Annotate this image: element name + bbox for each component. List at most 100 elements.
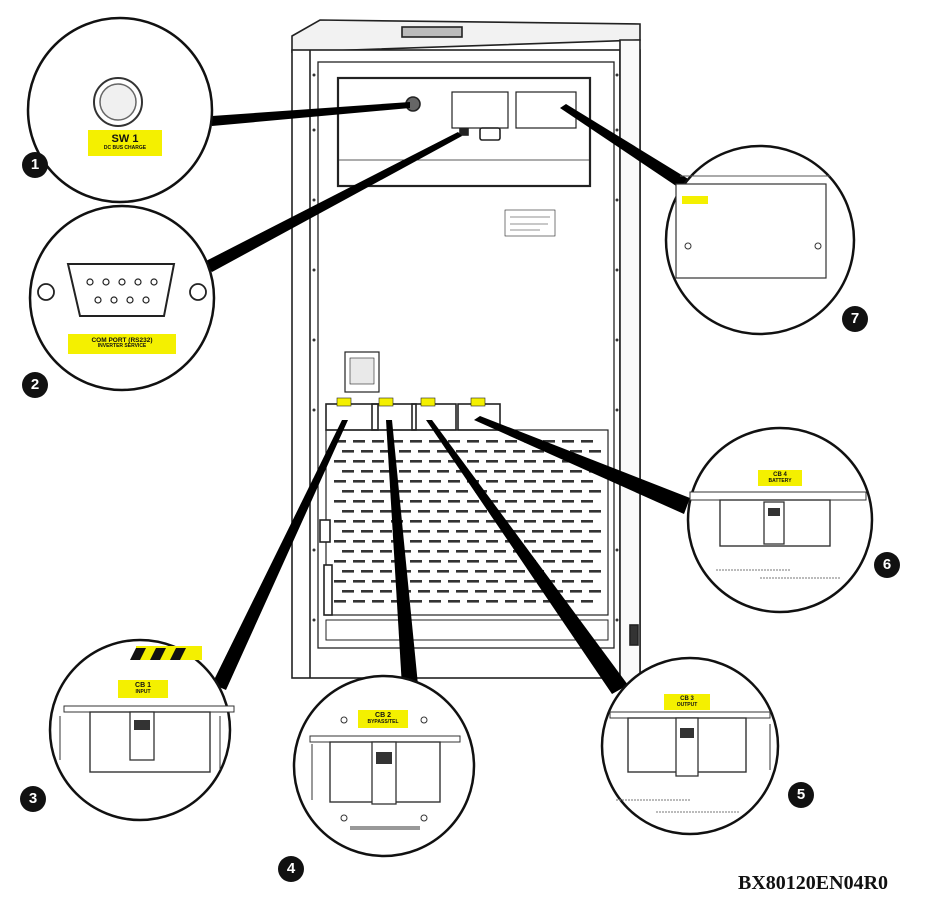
vent-slot <box>372 540 384 543</box>
vent-slot <box>334 540 346 543</box>
vent-slot <box>448 600 460 603</box>
vent-slot <box>334 560 346 563</box>
vent-slot <box>543 600 555 603</box>
vent-slot <box>410 560 422 563</box>
vent-slot <box>562 480 574 483</box>
vent-slot <box>513 590 525 593</box>
callout-number-1: 1 <box>22 152 48 178</box>
vent-slot <box>494 590 506 593</box>
vent-slot <box>486 560 498 563</box>
vent-slot <box>524 520 536 523</box>
cb2-label: CB 2 BYPASS/TEL <box>358 710 408 728</box>
vent-slot <box>353 540 365 543</box>
vent-slot <box>410 460 422 463</box>
vent-slot <box>399 490 411 493</box>
vent-slot <box>353 560 365 563</box>
vent-slot <box>418 590 430 593</box>
vent-slot <box>437 570 449 573</box>
vent-slot <box>410 520 422 523</box>
vent-slot <box>448 460 460 463</box>
vent-slot <box>372 440 384 443</box>
vent-slot <box>475 570 487 573</box>
vent-slot <box>581 600 593 603</box>
vent-slot <box>570 450 582 453</box>
vent-slot <box>570 470 582 473</box>
vent-slot <box>551 510 563 513</box>
vent-slot <box>437 510 449 513</box>
vent-slot <box>524 500 536 503</box>
detail-circle-cb1 <box>48 638 235 822</box>
vent-slot <box>361 450 373 453</box>
vent-slot <box>380 550 392 553</box>
cb4-label: CB 4 BATTERY <box>758 470 802 486</box>
vent-slot <box>486 580 498 583</box>
vent-slot <box>562 500 574 503</box>
cb2-label-title: CB 2 <box>375 712 391 719</box>
vent-slot <box>589 450 601 453</box>
vent-slot <box>342 550 354 553</box>
vent-slot <box>494 450 506 453</box>
vent-slot <box>353 480 365 483</box>
vent-slot <box>410 480 422 483</box>
vent-slot <box>418 510 430 513</box>
vent-slot <box>532 450 544 453</box>
vent-slot <box>494 510 506 513</box>
vent-slot <box>589 590 601 593</box>
com-port-label-sub: INVERTER SERVICE <box>97 343 147 350</box>
vent-slot <box>475 470 487 473</box>
vent-slot <box>372 500 384 503</box>
vent-slot <box>429 440 441 443</box>
vent-slot <box>361 570 373 573</box>
vent-slot <box>418 570 430 573</box>
vent-slot <box>475 590 487 593</box>
vent-slot <box>532 510 544 513</box>
vent-slot <box>486 460 498 463</box>
vent-slot <box>524 480 536 483</box>
vent-slot <box>570 590 582 593</box>
vent-slot <box>353 600 365 603</box>
vent-slot <box>551 470 563 473</box>
vent-slot <box>581 480 593 483</box>
detail-circle-cb4 <box>686 426 874 614</box>
vent-slot <box>410 440 422 443</box>
com-port-label: COM PORT (RS232) INVERTER SERVICE <box>68 334 176 354</box>
vent-slot <box>372 480 384 483</box>
cb4-label-sub: BATTERY <box>768 477 792 484</box>
vent-slot <box>589 530 601 533</box>
vent-slot <box>380 510 392 513</box>
callout-number-5: 5 <box>788 782 814 808</box>
vent-slot <box>570 570 582 573</box>
leader-lines <box>204 102 716 694</box>
vent-slot <box>342 470 354 473</box>
vent-slot <box>342 510 354 513</box>
vent-slot <box>448 560 460 563</box>
cb1-label: CB 1 INPUT <box>118 680 168 698</box>
vent-slot <box>494 470 506 473</box>
callout-number-6: 6 <box>874 552 900 578</box>
vent-slot <box>543 560 555 563</box>
vent-slot <box>361 530 373 533</box>
vent-slot <box>399 470 411 473</box>
cb1-label-title: CB 1 <box>135 682 151 689</box>
vent-slot <box>456 570 468 573</box>
vent-slot <box>543 440 555 443</box>
vent-slot <box>551 530 563 533</box>
vent-slot <box>543 540 555 543</box>
vent-slot <box>353 520 365 523</box>
vent-slot <box>524 600 536 603</box>
vent-slot <box>589 570 601 573</box>
vent-slot <box>505 440 517 443</box>
vent-slot <box>429 520 441 523</box>
vent-slot <box>448 480 460 483</box>
vent-slot <box>570 510 582 513</box>
detail-circle-panel <box>664 144 856 336</box>
vent-slot <box>505 500 517 503</box>
vent-slot <box>562 440 574 443</box>
vent-slot <box>342 570 354 573</box>
vent-slot <box>410 500 422 503</box>
vent-slot <box>456 530 468 533</box>
vent-slot <box>334 500 346 503</box>
vent-slot <box>486 440 498 443</box>
